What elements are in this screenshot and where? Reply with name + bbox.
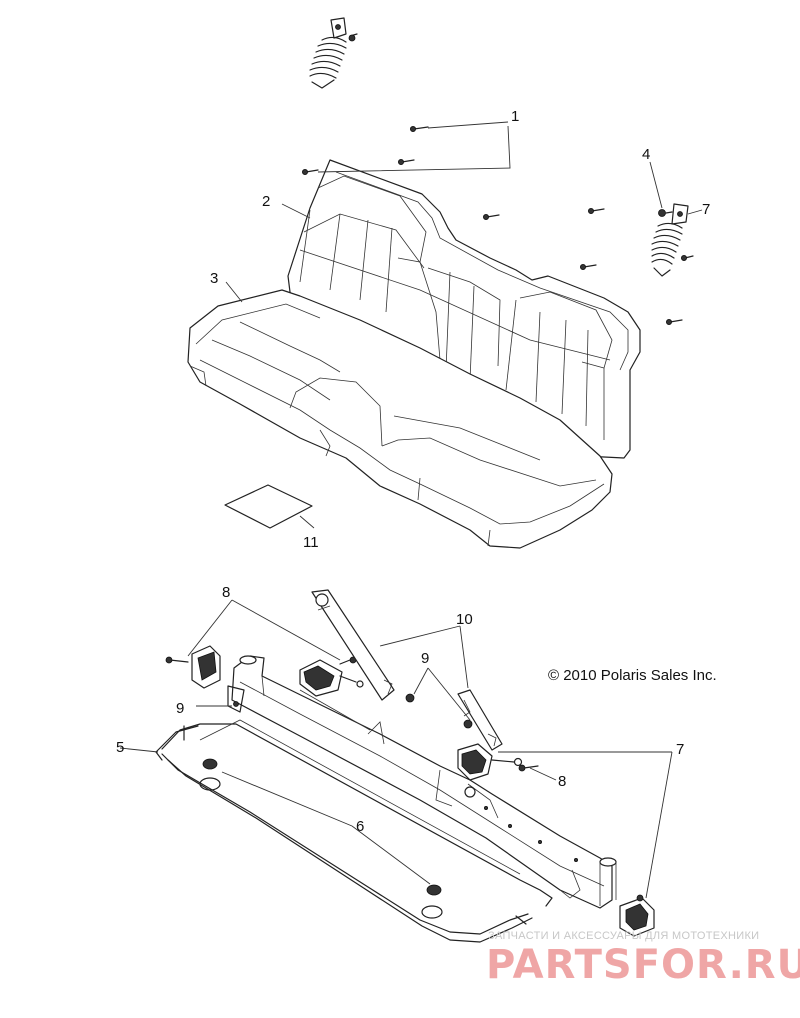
seat-bottom [187,289,613,549]
watermark: ЗАПЧАСТИ И АКСЕССУАРЫ ДЛЯ МОТОТЕХНИКИ PA… [486,930,800,988]
mount-bracket-left [227,685,245,713]
watermark-brand: PARTSFOR.RU [486,942,800,988]
callout-labels: 1 2 3 4 7 11 8 10 9 9 5 6 7 8 [116,108,710,835]
callout-5: 5 [116,739,124,756]
callout-9-mid: 9 [421,650,429,667]
callout-1: 1 [511,108,519,125]
callout-6: 6 [356,818,364,835]
copyright-text: © 2010 Polaris Sales Inc. [548,667,717,684]
callout-8-left: 8 [222,584,230,601]
screw [588,207,605,214]
seat-base-tube [155,723,553,943]
leader-lines [119,121,703,899]
spring-right [651,203,689,277]
screw [482,213,500,220]
bumper-front [199,758,221,791]
callout-8-right: 8 [558,773,566,790]
belt-webbing-left [311,589,415,703]
screw-group-1 [301,126,694,325]
belt-buckle-mid [299,656,364,697]
seat-frame-rail [231,655,617,909]
screw [409,126,429,133]
belt-retractor-left [165,645,221,689]
callout-3: 3 [210,270,218,287]
callout-2: 2 [262,193,270,210]
seat-base-pan [199,719,521,875]
callout-10: 10 [456,611,473,628]
callout-7-top: 7 [702,201,710,218]
spring-top [309,17,358,89]
screw [397,158,415,165]
callout-9-left: 9 [176,700,184,717]
belt-buckle-right [457,743,539,781]
screw [301,168,319,175]
seat-back [287,159,641,459]
belt-retractor-right [619,894,655,937]
screw [666,318,683,325]
watermark-caption: ЗАПЧАСТИ И АКСЕССУАРЫ ДЛЯ МОТОТЕХНИКИ [488,930,759,942]
decal-label [224,484,313,529]
callout-7-bottom: 7 [676,741,684,758]
screw [681,254,694,261]
screw [580,263,597,270]
callout-4: 4 [642,146,650,163]
bumper-rear [421,884,443,919]
callout-11: 11 [303,534,319,551]
belt-webbing-right [457,689,503,751]
